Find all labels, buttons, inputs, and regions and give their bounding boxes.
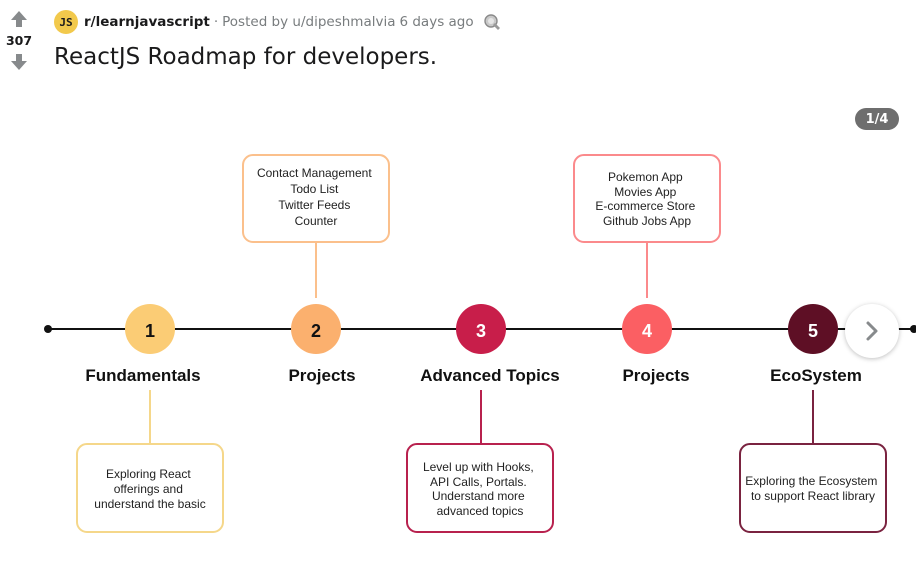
step-box-2-line: Twitter Feeds [278,198,350,212]
post-title[interactable]: ReactJS Roadmap for developers. [54,44,438,70]
subreddit-link[interactable]: r/learnjavascript [84,14,210,30]
step-box-1-line: understand the basic [94,497,205,511]
award-icon[interactable] [482,12,502,32]
step-box-2-line: Todo List [290,182,339,196]
step-box-3-line: Understand more [432,489,525,503]
post-meta: JS r/learnjavascript · Posted by u/dipes… [54,10,502,34]
step-box-5-text: Exploring the Ecosystem to support React… [745,474,880,503]
vote-score: 307 [5,33,33,48]
step-box-3-line: Level up with Hooks, [423,460,534,474]
step-box-2 [242,154,390,243]
posted-by[interactable]: Posted by u/dipeshmalvia [222,14,396,30]
step-box-5 [739,443,887,533]
step-box-1 [76,443,224,533]
step-box-2-line: Counter [295,214,338,228]
step-box-4-line: Pokemon App [608,170,683,184]
step-circle-1 [125,304,175,354]
gallery-counter: 1/4 [855,108,899,130]
step-box-4-line: Movies App [614,185,676,199]
step-box-4-text: Pokemon App Movies App E-commerce Store … [595,170,698,228]
step-circle-4 [622,304,672,354]
step-number-5: 5 [808,321,818,341]
timeline-end-dot [910,325,916,333]
step-box-3-line: advanced topics [437,504,524,518]
step-box-3 [406,443,554,533]
step-box-4-line: Github Jobs App [603,214,691,228]
step-label-1: Fundamentals [85,366,200,385]
step-box-3-text: Level up with Hooks, API Calls, Portals.… [423,460,537,518]
post-time: 6 days ago [399,14,474,30]
step-box-2-text: Contact Management Todo List Twitter Fee… [257,166,375,228]
step-box-2-line: Contact Management [257,166,372,180]
downvote-arrow-icon[interactable] [10,53,28,71]
step-label-5: EcoSystem [770,366,862,385]
upvote-arrow-icon[interactable] [10,10,28,28]
step-circle-3 [456,304,506,354]
step-number-2: 2 [311,321,321,341]
step-label-3: Advanced Topics [420,366,560,385]
vote-column: 307 [4,10,34,71]
step-number-1: 1 [145,321,155,341]
next-image-button[interactable] [845,304,899,358]
step-circle-5 [788,304,838,354]
step-box-3-line: API Calls, Portals. [430,475,527,489]
meta-separator: · [213,14,219,30]
step-box-1-line: Exploring React [106,467,191,481]
step-box-5-line: Exploring the Ecosystem [745,474,877,488]
step-box-4 [573,154,721,243]
step-label-2: Projects [288,366,355,385]
step-box-4-line: E-commerce Store [595,199,695,213]
step-circle-2 [291,304,341,354]
step-box-1-text: Exploring React offerings and understand… [94,467,205,511]
step-number-3: 3 [476,321,486,341]
step-number-4: 4 [642,321,652,341]
subreddit-icon[interactable]: JS [54,10,78,34]
chevron-right-icon [866,321,878,341]
step-label-4: Projects [622,366,689,385]
timeline-start-dot [44,325,52,333]
step-box-5-line: to support React library [751,489,875,503]
step-box-1-line: offerings and [114,482,183,496]
